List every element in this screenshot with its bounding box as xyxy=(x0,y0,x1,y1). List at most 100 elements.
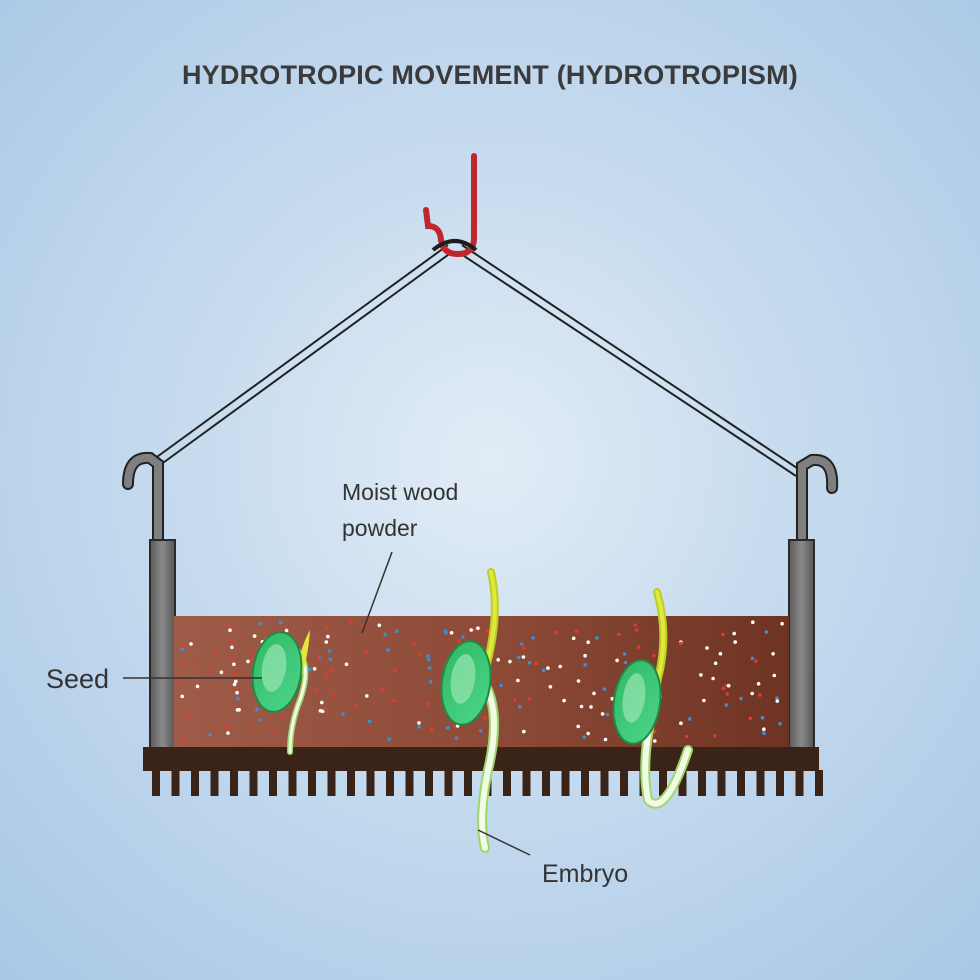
wood-powder-speck xyxy=(516,678,520,683)
wood-powder-speck xyxy=(713,661,718,666)
wood-powder-speck xyxy=(586,731,590,736)
wood-powder-speck xyxy=(392,699,396,703)
tray-tooth xyxy=(347,770,355,796)
wood-powder-speck xyxy=(653,739,657,743)
right-support-post xyxy=(788,453,839,751)
wood-powder-speck xyxy=(479,729,483,733)
wood-powder-speck xyxy=(499,683,503,688)
wood-powder-speck xyxy=(417,721,421,725)
wood-powder-speck xyxy=(236,696,240,701)
wood-powder-speck xyxy=(325,626,329,630)
embryo-label: Embryo xyxy=(542,860,628,888)
wood-powder-speck xyxy=(603,737,608,742)
wood-powder-speck xyxy=(250,657,255,662)
wood-powder-speck xyxy=(232,682,237,687)
tray-tooth xyxy=(152,770,160,796)
wood-powder-speck xyxy=(583,663,587,667)
wood-powder-speck xyxy=(679,721,683,725)
wood-powder-speck xyxy=(387,737,391,742)
wood-powder-speck xyxy=(327,649,332,653)
tray-tooth xyxy=(464,770,472,796)
wood-powder-speck xyxy=(341,712,345,716)
wood-powder-speck xyxy=(284,628,289,633)
wood-powder-speck xyxy=(258,718,263,722)
wood-powder-speck xyxy=(750,656,755,661)
wood-powder-speck xyxy=(252,634,257,638)
wood-powder-speck xyxy=(349,620,353,624)
wood-powder-speck xyxy=(364,649,369,653)
wood-powder-speck xyxy=(314,688,319,692)
wood-powder-speck xyxy=(332,694,336,698)
wood-powder-speck xyxy=(234,679,238,684)
wood-powder-speck xyxy=(320,700,324,705)
wood-powder-speck xyxy=(189,642,193,646)
wood-powder-speck xyxy=(678,641,683,646)
wood-powder-speck xyxy=(219,670,224,675)
wood-powder-speck xyxy=(482,716,487,720)
wood-powder-speck xyxy=(195,684,200,689)
wood-powder-speck xyxy=(508,659,512,664)
wood-powder-speck xyxy=(633,623,637,627)
wood-powder-speck xyxy=(762,731,766,735)
wood-powder-speck xyxy=(760,716,765,720)
wood-powder-speck xyxy=(354,704,359,709)
wood-powder-speck xyxy=(605,712,610,717)
embryo-leader xyxy=(477,829,531,856)
wood-powder-speck xyxy=(531,636,535,640)
wood-powder-speck xyxy=(230,645,234,650)
wood-powder-speck xyxy=(518,704,522,709)
wood-powder-speck xyxy=(713,734,717,738)
seedling-middle xyxy=(440,568,499,853)
wood-powder-speck xyxy=(212,651,216,655)
wood-powder-speck xyxy=(534,661,538,666)
wood-powder-speck xyxy=(425,654,430,658)
tray-tooth xyxy=(425,770,433,796)
wood-powder-speck xyxy=(574,629,579,633)
wood-powder-speck xyxy=(576,724,580,729)
wood-powder-speck xyxy=(748,716,753,721)
tray-tooth xyxy=(210,770,219,796)
wood-powder-speck xyxy=(325,673,329,677)
wood-powder-speck xyxy=(250,728,255,732)
wood-powder-speck xyxy=(228,628,232,632)
tray-tooth xyxy=(308,770,316,796)
tray-tooth xyxy=(366,770,375,796)
wood-powder-speck xyxy=(732,631,736,636)
wood-powder-speck xyxy=(546,666,550,670)
wood-powder-speck xyxy=(231,656,235,661)
wood-powder-speck xyxy=(726,683,731,688)
wood-powder-speck xyxy=(586,640,590,644)
wood-powder-speck xyxy=(393,668,397,673)
wood-powder-speck xyxy=(180,647,184,652)
left-support-post xyxy=(122,451,176,751)
wood-powder-speck xyxy=(183,711,187,715)
tray-tooth xyxy=(561,770,570,796)
wood-powder-speck xyxy=(754,659,758,663)
wood-powder-speck xyxy=(739,696,743,701)
tray-tooth xyxy=(249,770,258,796)
wood-powder-speck xyxy=(192,659,197,663)
wood-powder-speck xyxy=(751,620,755,624)
wood-powder-speck xyxy=(344,662,349,667)
wood-powder-speck xyxy=(733,640,737,644)
wood-powder-speck xyxy=(449,631,454,635)
wood-powder-speck xyxy=(750,691,754,696)
wood-powder-speck xyxy=(721,686,726,691)
wood-powder-speck xyxy=(225,725,230,730)
wood-powder-speck xyxy=(188,714,192,719)
wood-powder-speck xyxy=(602,687,607,691)
wood-powder-speck xyxy=(771,652,775,656)
wood-powder-speck xyxy=(329,668,333,672)
tray-tooth xyxy=(191,770,199,796)
seedling-right xyxy=(612,588,693,809)
moist-wood-powder-label-line2: powder xyxy=(342,515,418,541)
wood-powder-speck xyxy=(583,653,587,658)
wood-powder-speck xyxy=(307,667,312,671)
wood-powder-speck xyxy=(280,715,285,720)
wood-powder-speck xyxy=(326,634,330,639)
wood-powder-speck xyxy=(232,662,236,667)
wood-powder-speck xyxy=(377,623,382,628)
wood-powder-speck xyxy=(226,731,230,735)
wood-powder-speck xyxy=(209,664,213,669)
